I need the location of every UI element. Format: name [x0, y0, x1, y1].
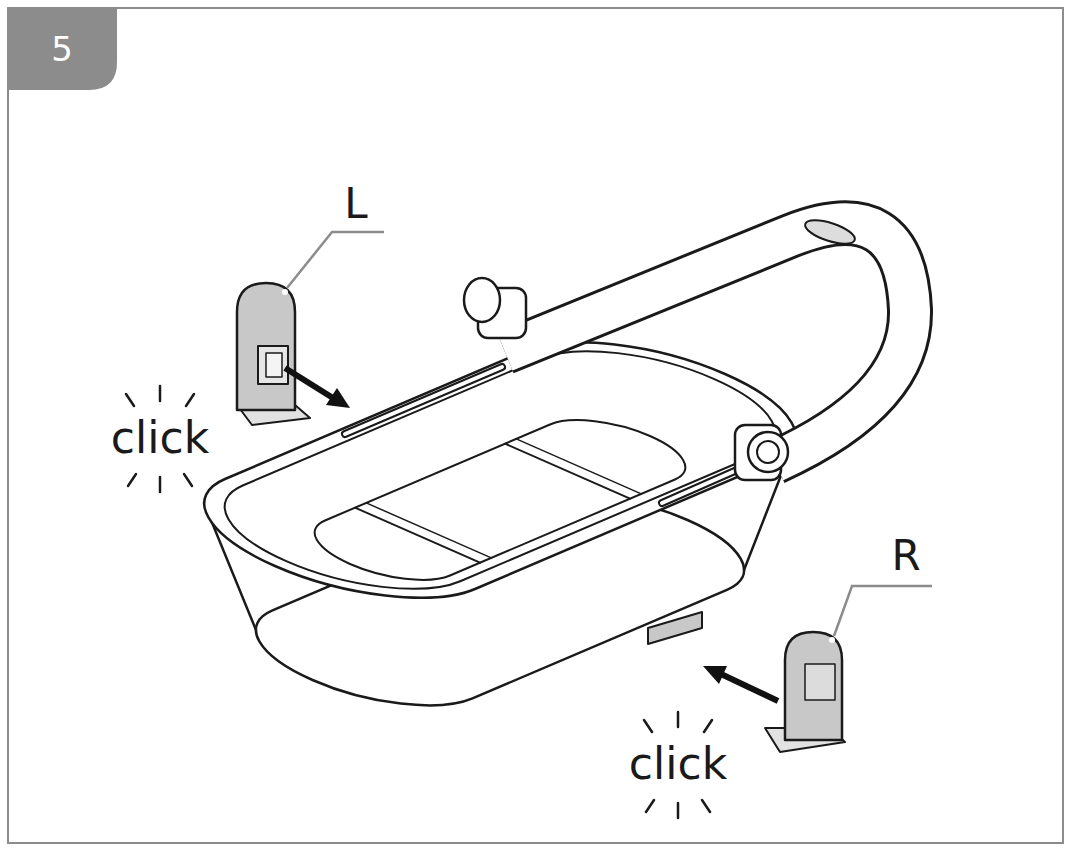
step-tab — [8, 8, 117, 90]
part-name: L — [344, 181, 367, 227]
leader-line — [834, 586, 932, 636]
sound-cue: click — [629, 740, 727, 788]
leader-line — [287, 232, 384, 288]
part-name: R — [891, 533, 920, 579]
frame — [8, 8, 1063, 843]
insert-arrow — [703, 666, 778, 701]
step-number: 5 — [51, 31, 73, 68]
left-clip — [237, 283, 310, 425]
insert-arrow — [285, 368, 350, 408]
right-clip — [765, 632, 845, 752]
sound-cue: click — [111, 414, 209, 462]
